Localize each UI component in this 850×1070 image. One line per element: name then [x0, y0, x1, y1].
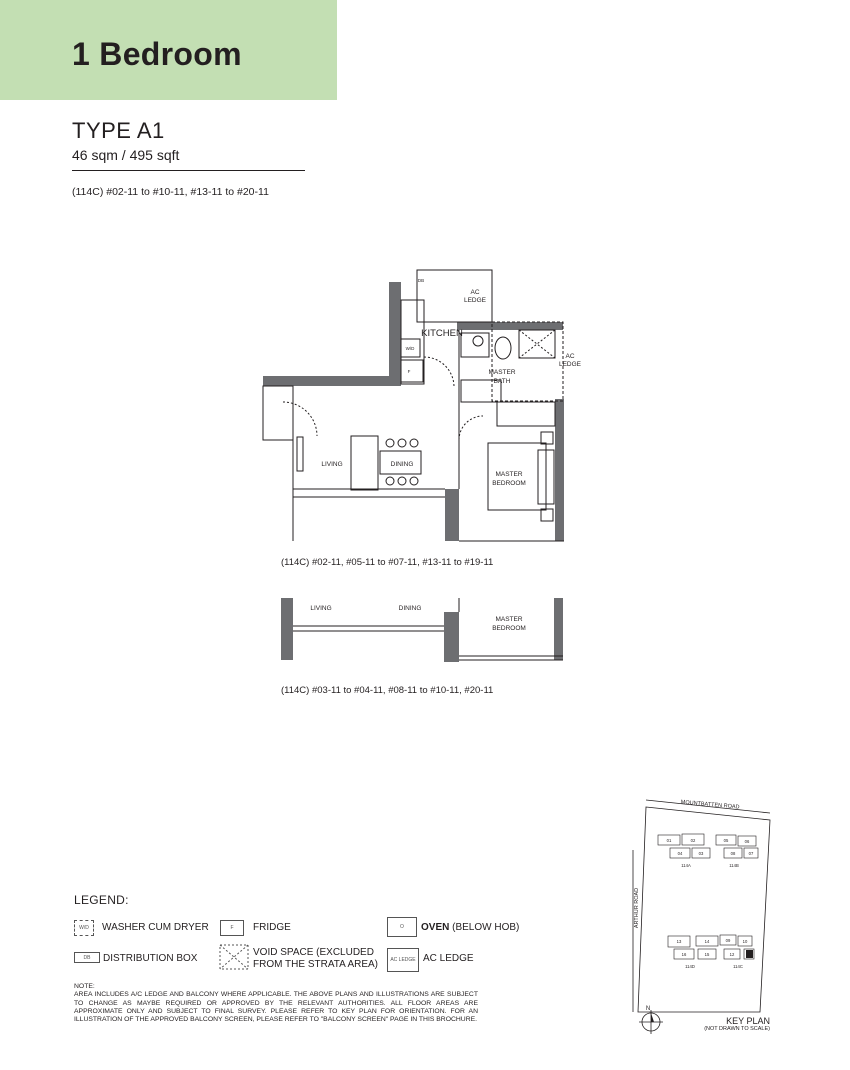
- room-label-master-bedroom: BEDROOM: [492, 480, 526, 487]
- room-label-master-bedroom: MASTER: [495, 471, 522, 478]
- stack-label: 05: [724, 838, 729, 843]
- room-label-kitchen: KITCHEN: [421, 328, 463, 339]
- road-label-left: ARTHUR ROAD: [634, 888, 640, 928]
- room-label-ac-ledge-1: LEDGE: [464, 297, 487, 304]
- stack-label: 06: [745, 839, 750, 844]
- stack-label: 03: [699, 851, 704, 856]
- room-label-master-bath: BATH: [494, 378, 511, 385]
- acledge-legend-icon: AC LEDGE: [387, 948, 419, 972]
- washer-legend-label: WASHER CUM DRYER: [102, 922, 209, 933]
- fridge-legend-label: FRIDGE: [253, 922, 291, 933]
- room-label-ac-ledge-1: AC: [470, 289, 479, 296]
- variant-label-living: LIVING: [310, 605, 331, 612]
- washer-legend-icon: W/D: [74, 920, 94, 936]
- db-legend-label: DISTRIBUTION BOX: [103, 953, 198, 964]
- block-label: 114B: [729, 863, 739, 868]
- acledge-legend-label: AC LEDGE: [423, 953, 474, 964]
- void-legend-icon: [219, 944, 249, 970]
- fridge-tag: F: [408, 369, 411, 374]
- stack-label: 07: [749, 851, 754, 856]
- stack-label: 15: [705, 952, 710, 957]
- variant-1-caption: (114C) #02-11, #05-11 to #07-11, #13-11 …: [281, 557, 493, 568]
- key-plan-label: KEY PLAN: [726, 1016, 770, 1026]
- unit-list: (114C) #02-11 to #10-11, #13-11 to #20-1…: [72, 186, 269, 198]
- stack-label: 09: [726, 938, 731, 943]
- stack-label: 10: [743, 939, 748, 944]
- divider: [72, 170, 305, 171]
- unit-area: 46 sqm / 495 sqft: [72, 147, 180, 163]
- plan-walls: [263, 282, 564, 541]
- legend-title: LEGEND:: [74, 893, 129, 907]
- variant-2-caption: (114C) #03-11 to #04-11, #08-11 to #10-1…: [281, 685, 493, 696]
- stack-label: 13: [677, 939, 682, 944]
- oven-legend-icon: O: [387, 917, 417, 937]
- room-label-ac-ledge-2: LEDGE: [559, 361, 582, 368]
- compass-icon: [639, 1010, 663, 1034]
- key-plan: MOUNTBATTEN ROAD ARTHUR ROAD 01 02 04 03…: [632, 799, 771, 1034]
- room-label-living: LIVING: [321, 461, 342, 468]
- stack-label: 16: [682, 952, 687, 957]
- room-label-ac-ledge-2: AC: [565, 353, 574, 360]
- variant-label-master-bedroom: MASTER: [495, 616, 522, 623]
- fridge-legend-icon: F: [220, 920, 244, 936]
- unit-type: TYPE A1: [72, 118, 165, 143]
- note-text: NOTE: AREA INCLUDES A/C LEDGE AND BALCON…: [74, 983, 478, 1024]
- stack-label: 02: [691, 838, 696, 843]
- page-title: 1 Bedroom: [72, 36, 242, 72]
- stack-label: 08: [731, 851, 736, 856]
- block-label: 114C: [733, 964, 743, 969]
- stack-label: 01: [667, 838, 672, 843]
- room-label-master-bath: MASTER: [488, 369, 515, 376]
- wd-tag: W/D: [406, 346, 415, 351]
- db-tag: DB: [418, 278, 424, 283]
- block-label: 114D: [685, 964, 695, 969]
- road-label-top: MOUNTBATTEN ROAD: [681, 799, 740, 810]
- stack-label: 12: [730, 952, 735, 957]
- oven-legend-label: OVEN (BELOW HOB): [421, 922, 520, 933]
- stack-label: 11: [748, 952, 753, 957]
- variant-plan: [281, 598, 563, 662]
- stack-label: 04: [678, 851, 683, 856]
- header-band: [0, 0, 337, 100]
- variant-label-dining: DINING: [399, 605, 422, 612]
- compass-north-label: N: [646, 1006, 650, 1012]
- room-label-dining: DINING: [391, 461, 414, 468]
- db-legend-icon: DB: [74, 952, 100, 963]
- stack-label: 14: [705, 939, 710, 944]
- key-plan-sublabel: (NOT DRAWN TO SCALE): [704, 1026, 770, 1032]
- variant-label-master-bedroom: BEDROOM: [492, 625, 526, 632]
- block-label: 114A: [681, 863, 691, 868]
- floor-plan: KITCHEN AC LEDGE AC LEDGE MASTER BATH LI…: [262, 269, 582, 696]
